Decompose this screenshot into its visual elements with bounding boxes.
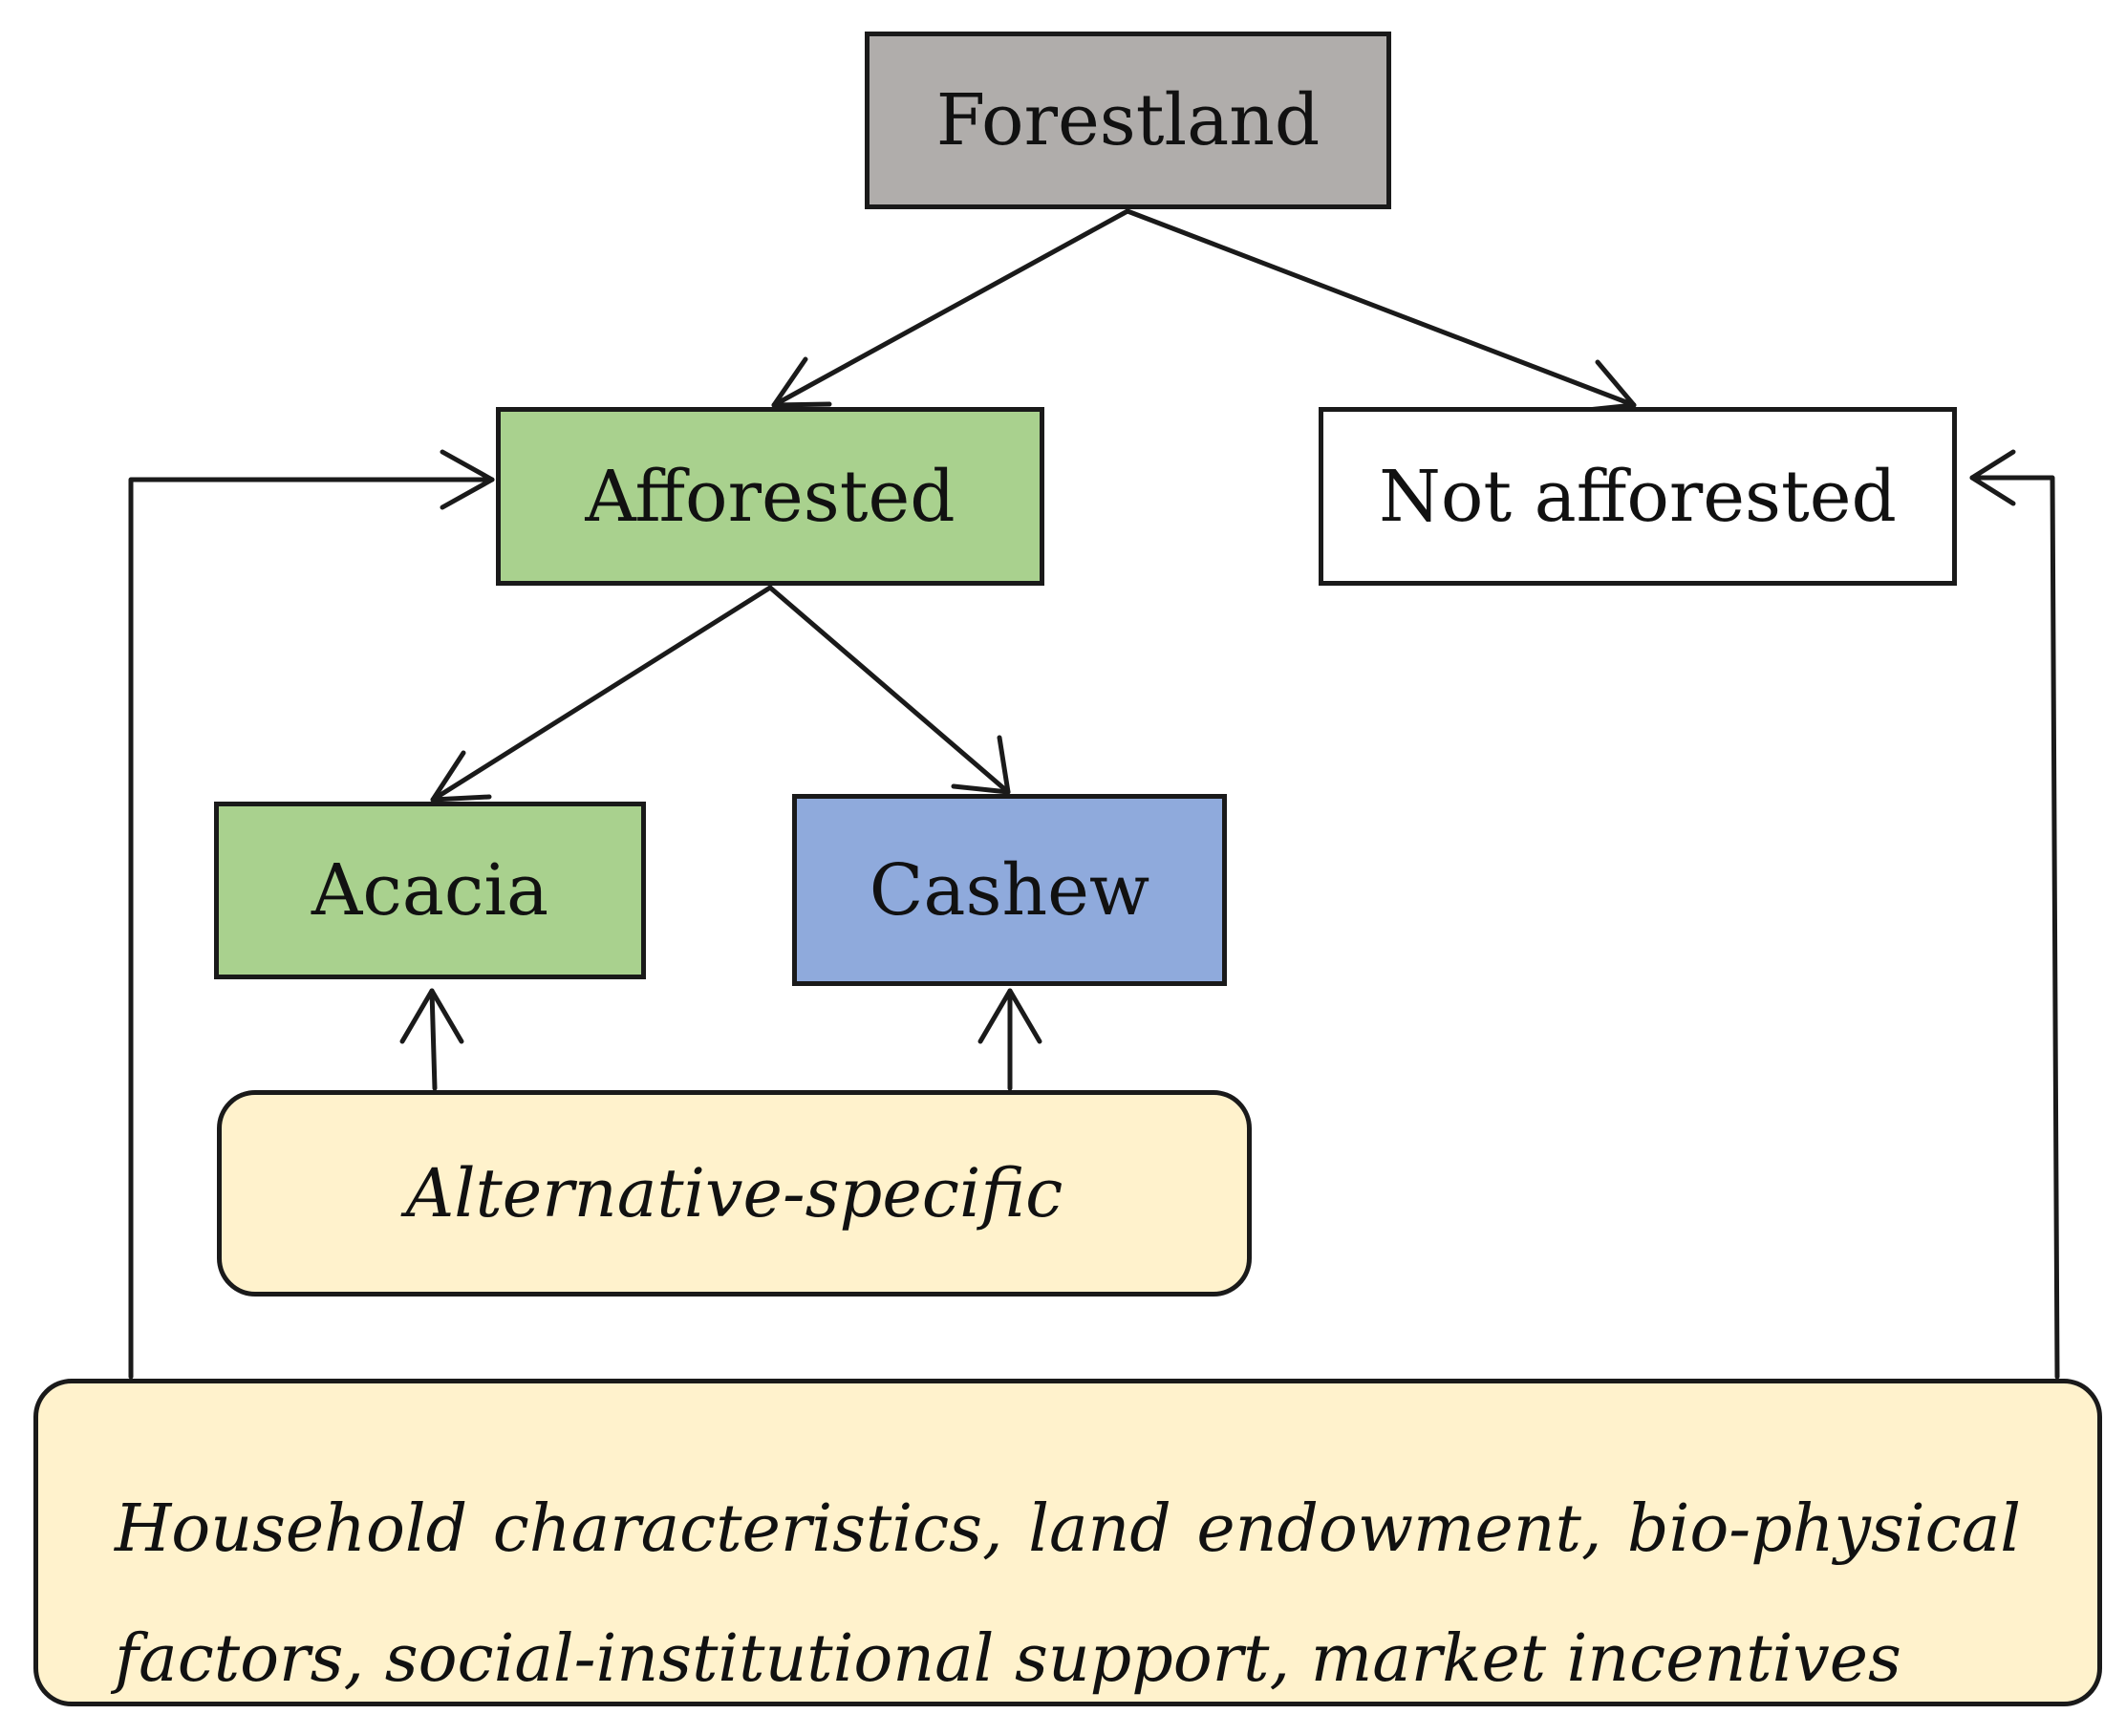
arrowhead-afforested-top: [771, 356, 832, 408]
node-acacia: Acacia: [214, 802, 646, 979]
edge-household-not-afforested: [1969, 475, 2060, 1380]
edge-forestland-not-afforested: [1125, 208, 1637, 408]
arrowhead-afforested-left: [440, 449, 495, 510]
node-cashew: Cashew: [792, 794, 1227, 986]
node-afforested: Afforested: [496, 407, 1044, 586]
edge-household-afforested: [128, 477, 495, 1380]
node-forestland-label: Forestland: [935, 79, 1321, 161]
edge-afforested-acacia: [430, 585, 773, 803]
node-alternative-specific: Alternative-specific: [217, 1090, 1252, 1297]
arrowhead-cashew-top: [951, 735, 1011, 795]
edge-forestland-afforested: [771, 208, 1130, 408]
arrowhead-acacia-top: [430, 750, 492, 803]
household-factors-line-2: factors, social-institutional support, m…: [115, 1621, 1901, 1697]
edge-afforested-cashew: [767, 585, 1011, 795]
node-forestland: Forestland: [865, 32, 1391, 209]
household-factors-line-1: Household characteristics, land endowmen…: [115, 1491, 2021, 1567]
node-not-afforested-label: Not afforested: [1379, 455, 1897, 538]
arrowhead-acacia-bottom: [399, 988, 464, 1044]
node-acacia-label: Acacia: [311, 849, 549, 932]
node-cashew-label: Cashew: [869, 848, 1150, 932]
node-household-factors: Household characteristics, land endowmen…: [33, 1379, 2102, 1706]
arrowhead-cashew-bottom: [977, 988, 1042, 1044]
node-afforested-label: Afforested: [585, 455, 956, 538]
edge-altspecific-acacia: [429, 988, 438, 1091]
node-not-afforested: Not afforested: [1319, 407, 1957, 586]
node-alternative-specific-label: Alternative-specific: [405, 1154, 1063, 1232]
arrowhead-not-afforested-right: [1969, 449, 2016, 506]
